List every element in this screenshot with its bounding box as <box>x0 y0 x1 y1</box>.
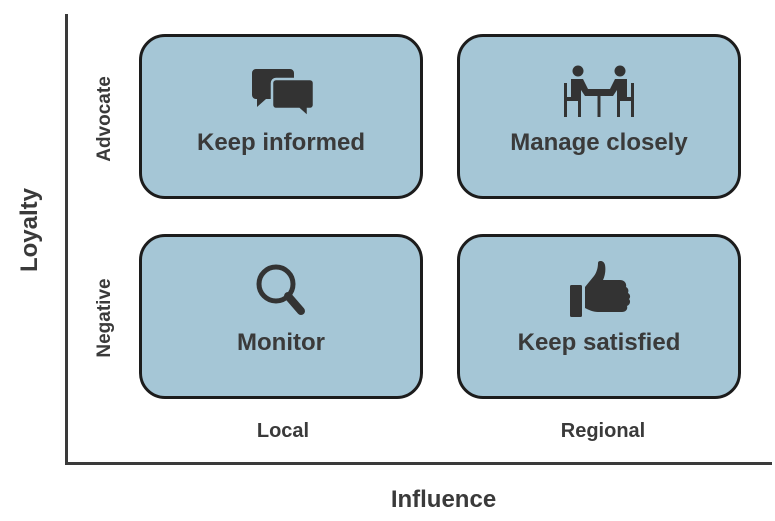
thumbs-up-icon <box>554 261 644 321</box>
x-axis-title: Influence <box>390 486 497 513</box>
y-axis-title: Loyalty <box>16 187 43 273</box>
quadrant-manage-closely: Manage closely <box>457 34 741 199</box>
magnifier-icon <box>236 261 326 321</box>
column-label-regional: Regional <box>560 420 646 442</box>
quadrant-keep-satisfied: Keep satisfied <box>457 234 741 399</box>
quadrant-label: Monitor <box>237 329 325 356</box>
row-label-advocate: Advocate <box>94 76 115 162</box>
quadrant-label: Manage closely <box>510 129 688 156</box>
quadrant-monitor: Monitor <box>139 234 423 399</box>
meeting-people-icon <box>554 61 644 121</box>
column-label-local: Local <box>256 420 310 442</box>
y-axis-line <box>65 14 68 465</box>
speech-bubbles-icon <box>236 61 326 121</box>
quadrant-label: Keep informed <box>196 129 366 156</box>
quadrant-label: Keep satisfied <box>517 329 681 356</box>
quadrant-keep-informed: Keep informed <box>139 34 423 199</box>
row-label-negative: Negative <box>94 278 115 358</box>
x-axis-line <box>65 462 772 465</box>
